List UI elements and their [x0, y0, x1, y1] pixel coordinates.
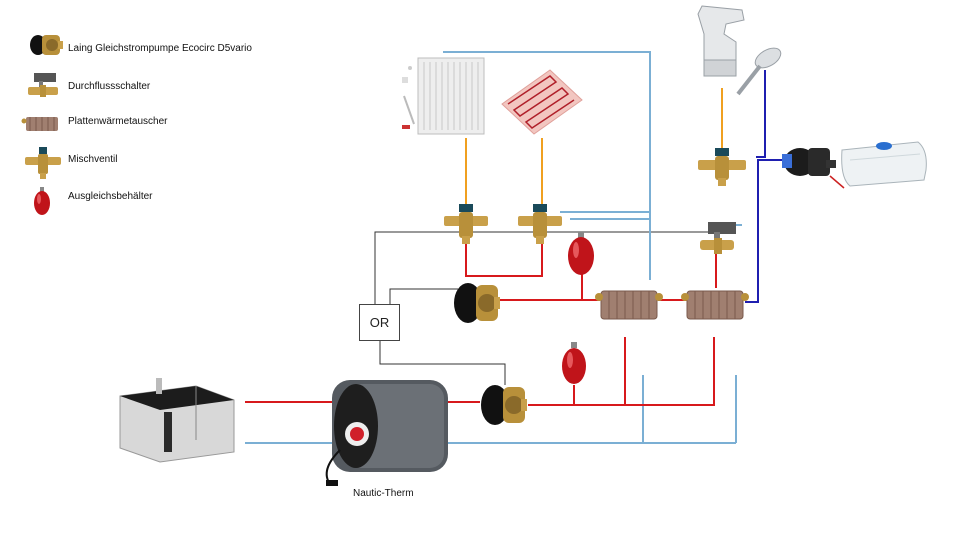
mixing-valve-floor — [518, 204, 562, 244]
expansion-tank-lower — [562, 342, 586, 384]
hot-supply-pipes — [245, 243, 717, 406]
plate-heat-exchanger-drinking — [681, 290, 749, 320]
cold-return-pipes — [245, 51, 742, 444]
radiator — [402, 57, 485, 135]
freshwater-pump — [782, 148, 845, 189]
expansion-tank-upper — [568, 232, 594, 275]
plate-heat-exchanger-heating — [595, 290, 663, 320]
or-logic-label: OR — [369, 315, 390, 330]
mixing-valve-tap — [698, 148, 746, 186]
or-logic-box: OR — [359, 304, 400, 341]
mixing-valve-icon — [25, 147, 61, 179]
circulation-pump-upper — [454, 283, 500, 323]
shower-head — [736, 47, 782, 96]
mixing-valve-radiator — [444, 204, 488, 244]
heating-loop-pipes — [465, 88, 723, 205]
boiler-caption: Nautic-Therm — [353, 488, 414, 499]
flow-switch-icon — [28, 73, 58, 97]
plate-heat-exchanger-icon — [21, 117, 58, 131]
faucet — [697, 5, 745, 77]
drinking-water-pipes — [745, 70, 782, 303]
legend-label-mixing-valve: Mischventil — [68, 154, 118, 165]
pump-icon — [30, 35, 63, 55]
legend-label-expansion-tank: Ausgleichsbehälter — [68, 191, 153, 202]
legend-label-plate-heat-exchanger: Plattenwärmetauscher — [68, 116, 168, 127]
flow-switch — [700, 222, 736, 254]
legend-label-pump: Laing Gleichstrompumpe Ecocirc D5vario — [68, 43, 252, 54]
circulation-pump-lower — [481, 385, 527, 425]
freshwater-tank — [841, 141, 927, 187]
boiler — [325, 380, 448, 486]
diesel-heater — [119, 378, 235, 463]
control-wires — [374, 231, 718, 385]
legend — [21, 35, 63, 215]
floor-heating-mat — [501, 69, 583, 135]
legend-label-flow-switch: Durchflussschalter — [68, 81, 151, 92]
expansion-tank-icon — [34, 187, 50, 215]
